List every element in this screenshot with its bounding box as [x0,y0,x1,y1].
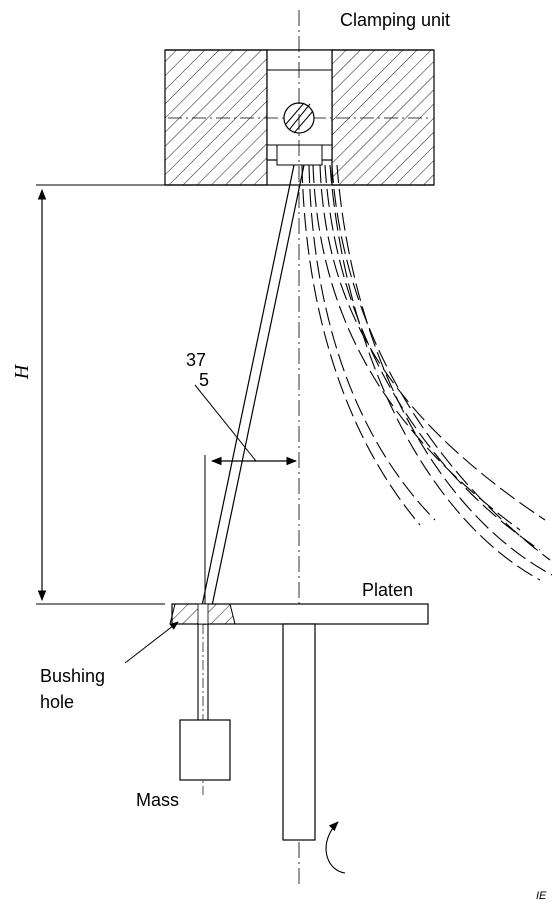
offset-label-bottom: 5 [199,370,209,390]
platen [169,603,429,841]
bushing-hole-label-line2: hole [40,692,74,712]
mass [179,624,231,795]
height-dimension [36,184,165,605]
specimen-deflected-positions [301,164,552,581]
height-label: H [11,363,33,380]
mass-label: Mass [136,790,179,810]
corner-mark: IE [536,890,547,902]
rotation-arrow [325,821,346,874]
bushing-hole-leader [124,621,179,664]
offset-dimension [194,384,298,625]
offset-label-top: 37 [186,350,206,370]
clamping-unit-block [164,49,435,186]
specimen [197,164,305,626]
clamping-unit-label: Clamping unit [340,10,450,30]
platen-label: Platen [362,580,413,600]
bushing-hole-label-line1: Bushing [40,666,105,686]
